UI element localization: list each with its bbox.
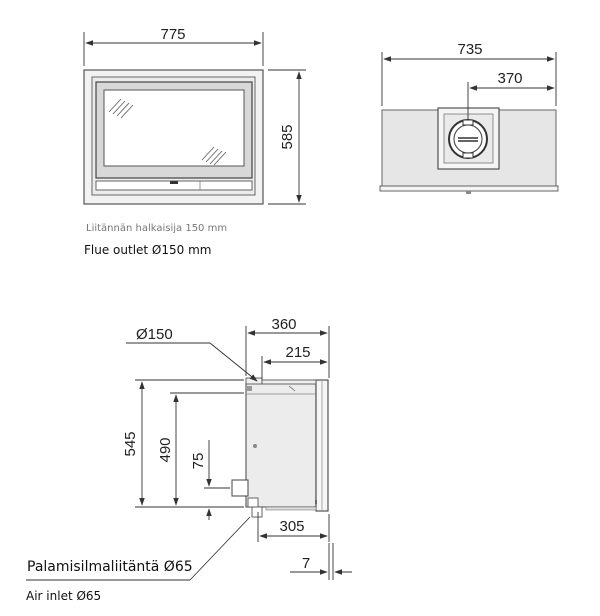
side-air-inlet-height-label: 75	[190, 453, 207, 470]
side-flue-height-label: 490	[157, 437, 174, 462]
top-offset-label: 370	[497, 70, 522, 87]
glare-lines-top	[108, 98, 134, 119]
flue-diameter-leader	[126, 342, 258, 382]
front-width-label: 775	[160, 26, 185, 43]
side-front-offset-label: 7	[302, 555, 310, 572]
air-caption-fi: Palamisilmaliitäntä Ø65	[27, 559, 193, 575]
front-width-dimension	[83, 32, 264, 66]
flue-caption-en: Flue outlet Ø150 mm	[84, 243, 212, 257]
side-bottom-depth-dimension	[257, 512, 330, 542]
side-front-offset-dimension	[290, 543, 352, 580]
side-top-plate	[261, 379, 317, 385]
front-height-dimension	[268, 69, 306, 205]
flue-inner-ring	[453, 124, 483, 154]
top-foot	[466, 191, 471, 194]
air-caption-en: Air inlet Ø65	[26, 589, 102, 603]
side-bottom-depth-label: 305	[279, 518, 304, 535]
front-glass-pane	[103, 89, 245, 167]
side-bottom-foot	[251, 506, 263, 518]
side-view	[231, 377, 329, 518]
side-rear-bracket	[247, 497, 259, 508]
front-height-label: 585	[279, 124, 296, 149]
top-offset-dimension	[467, 82, 555, 120]
glare-lines-bottom	[201, 146, 227, 166]
top-view	[379, 107, 559, 194]
top-width-label: 735	[457, 41, 482, 58]
side-depth-dimension	[245, 326, 330, 378]
side-flue-height-dimension	[170, 392, 244, 506]
top-front-lip	[379, 185, 559, 192]
flue-caption-fi: Liitännän halkaisija 150 mm	[86, 223, 228, 234]
flue-diameter-label: Ø150	[136, 326, 173, 343]
air-inlet-pipe	[231, 479, 249, 497]
side-flue-offset-label: 215	[285, 344, 310, 361]
side-body	[245, 382, 317, 508]
top-width-dimension	[381, 52, 557, 106]
side-depth-label: 360	[271, 316, 296, 333]
air-inlet-leader	[26, 516, 251, 581]
side-height-label: 545	[122, 431, 139, 456]
front-view	[83, 69, 264, 205]
side-air-inlet-height-dimension	[204, 440, 230, 520]
side-height-dimension	[135, 379, 244, 508]
front-handle	[170, 181, 178, 184]
side-flue-offset-dimension	[261, 356, 328, 379]
